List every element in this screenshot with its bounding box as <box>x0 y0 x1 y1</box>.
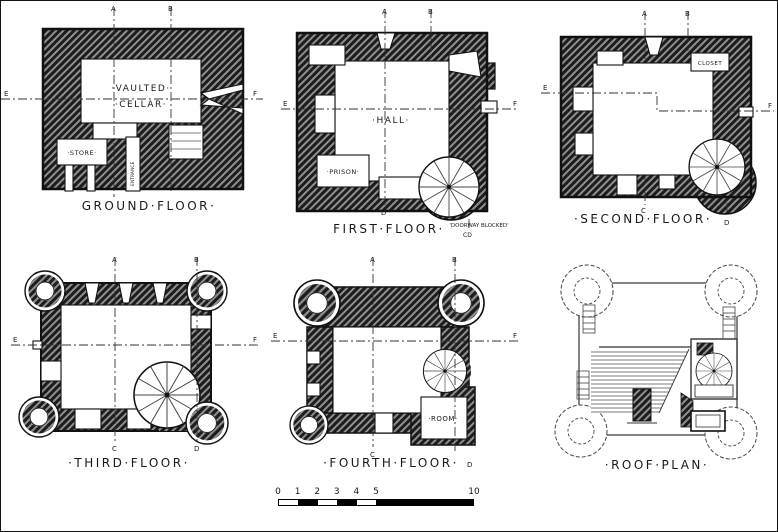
section-letter-d: D <box>467 461 472 469</box>
section-letter-c: C <box>370 451 375 459</box>
section-letter-cd: CD <box>463 232 472 239</box>
scale-tick: 10 <box>468 487 480 497</box>
section-lines <box>271 257 519 451</box>
section-letter-e: E <box>283 100 287 108</box>
ground-floor-plan-drawing: E F A B ·VAULTED· ·CELLAR· ·STORE· ENTRA… <box>1 5 263 213</box>
fourth-floor-caption: ·FOURTH·FLOOR· <box>323 456 459 470</box>
corner-turret <box>290 406 328 444</box>
section-letter-e: E <box>4 90 8 98</box>
section-letter-f: F <box>253 90 257 98</box>
section-letter-f: F <box>253 336 257 344</box>
spiral-stair-icon <box>422 348 468 394</box>
fourth-floor-plan-drawing: E F A B C D ·ROOM· ·FOURTH·FLOOR· <box>271 256 519 470</box>
roof-hip-line <box>658 348 690 414</box>
section-letter-f: F <box>513 332 517 340</box>
corner-turret <box>186 402 228 444</box>
scale-tick: 0 <box>275 487 281 497</box>
chimney-stack <box>632 388 652 422</box>
spiral-stair-icon <box>688 138 746 196</box>
section-lines <box>11 257 259 443</box>
section-letter-a: A <box>382 8 387 16</box>
section-letter-a: A <box>370 256 375 264</box>
caphouse-landing <box>694 384 734 398</box>
scale-tick: 1 <box>294 487 301 497</box>
section-letter-f: F <box>513 100 517 108</box>
section-letter-b: B <box>452 256 457 264</box>
ground-floor-caption: GROUND·FLOOR· <box>82 199 217 213</box>
spiral-stair-icon <box>695 352 733 390</box>
parapet-stairs <box>576 304 736 400</box>
vaulted-cellar-label-line1: ·VAULTED· <box>111 84 170 94</box>
prison-label: ·PRISON· <box>327 168 360 176</box>
hall-label: ·HALL· <box>372 116 410 126</box>
third-floor-figure: E F A B C D ·THIRD·FLOOR· <box>11 253 261 473</box>
section-letter-f: F <box>768 102 772 110</box>
doorway-blocked-note: 'DOORWAY BLOCKED' <box>449 223 508 229</box>
roof-plan-drawing: ·ROOF·PLAN· <box>554 264 758 472</box>
scale-segment <box>298 500 318 505</box>
section-letter-c: C <box>641 207 646 215</box>
section-lines <box>1 7 263 197</box>
roof-plan-caption: ·ROOF·PLAN· <box>605 458 709 472</box>
scale-segment <box>356 500 376 505</box>
scale-bar-rule <box>278 499 474 506</box>
section-letter-d: D <box>194 445 199 453</box>
corner-turret <box>25 271 65 311</box>
stair-steps <box>171 132 201 150</box>
section-letter-e: E <box>543 84 547 92</box>
interior-spaces <box>308 32 498 200</box>
second-floor-caption: ·SECOND·FLOOR· <box>574 212 712 226</box>
fourth-floor-figure: E F A B C D ·ROOM· ·FOURTH·FLOOR· <box>271 251 521 473</box>
scale-tick: 5 <box>373 487 379 497</box>
first-floor-plan-drawing: E F A B D CD ·HALL· ·PRISON· 'DOORWAY BL… <box>281 8 519 239</box>
corner-turret <box>438 280 484 326</box>
room-label: ·ROOM· <box>428 415 457 423</box>
section-letter-d: D <box>724 219 729 227</box>
scale-segment <box>375 500 473 505</box>
section-letter-e: E <box>273 332 277 340</box>
ground-floor-figure: E F A B ·VAULTED· ·CELLAR· ·STORE· ENTRA… <box>1 1 263 215</box>
second-floor-figure: E F A B C D CLOSET ·SECOND·FLOOR· <box>541 7 776 229</box>
roof-slope-shading <box>591 349 689 413</box>
closet-label: CLOSET <box>698 61 723 67</box>
corner-turret <box>187 271 227 311</box>
section-letter-b: B <box>685 10 690 18</box>
scale-segment <box>337 500 357 505</box>
third-floor-plan-drawing: E F A B C D ·THIRD·FLOOR· <box>11 256 259 470</box>
roof-turret <box>560 264 614 318</box>
corner-turret <box>19 397 59 437</box>
scale-segment <box>279 500 299 505</box>
roof-plan-figure: ·ROOF·PLAN· <box>541 255 776 475</box>
section-letter-a: A <box>112 256 117 264</box>
section-letter-e: E <box>13 336 17 344</box>
vaulted-cellar-label-line2: ·CELLAR· <box>115 100 167 110</box>
spiral-stair-icon <box>418 156 480 218</box>
entrance-label: ENTRANCE <box>130 162 136 186</box>
interior-spaces <box>56 58 244 192</box>
scale-segment <box>317 500 338 505</box>
second-floor-plan-drawing: E F A B C D CLOSET ·SECOND·FLOOR· <box>541 10 774 227</box>
chimney-cope-inner <box>695 414 721 428</box>
section-lines <box>541 11 774 215</box>
first-floor-figure: E F A B D CD ·HALL· ·PRISON· 'DOORWAY BL… <box>281 5 521 241</box>
scale-bar: 0 1 2 3 4 5 10 <box>275 487 480 513</box>
section-letter-b: B <box>168 5 173 13</box>
section-letter-b: B <box>428 8 433 16</box>
section-letter-d: D <box>381 209 386 217</box>
roof-turret <box>704 264 758 318</box>
section-letter-b: B <box>194 256 199 264</box>
store-label: ·STORE· <box>67 149 96 157</box>
scale-tick: 3 <box>333 487 340 497</box>
scale-tick: 2 <box>314 487 321 497</box>
section-letter-a: A <box>111 5 116 13</box>
third-floor-caption: ·THIRD·FLOOR· <box>68 456 190 470</box>
scale-tick: 4 <box>353 487 360 497</box>
scale-tick-labels: 0 1 2 3 4 5 10 <box>275 487 480 499</box>
corner-turret <box>294 280 340 326</box>
section-letter-a: A <box>642 10 647 18</box>
first-floor-caption: FIRST·FLOOR· <box>333 222 445 236</box>
section-letter-c: C <box>112 445 117 453</box>
section-lines <box>281 9 519 229</box>
